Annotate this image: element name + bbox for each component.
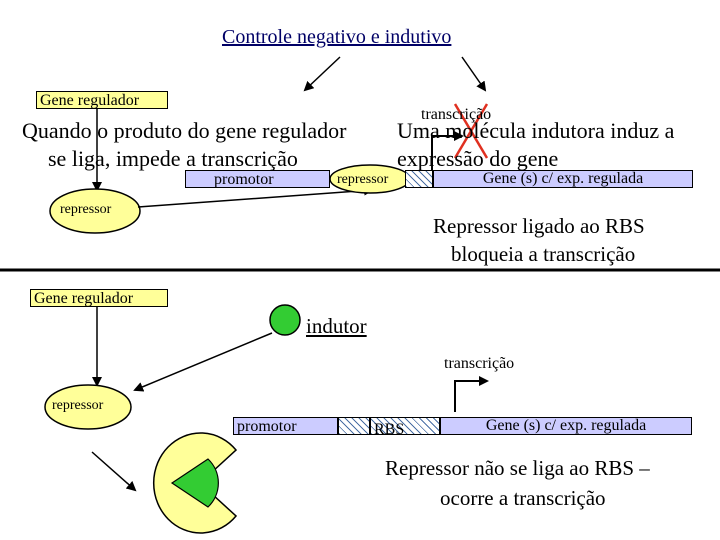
gene-regulador-box-top: Gene regulador: [36, 91, 168, 109]
gene-segment-bottom: Gene (s) c/ exp. regulada: [440, 417, 692, 435]
text-right-line2: expressão do gene: [397, 146, 559, 171]
promotor-segment-bottom: promotor: [233, 417, 338, 435]
repressor-label-top: repressor: [60, 202, 112, 217]
arrow-to-inducer-repressor-complex: [91, 451, 137, 492]
transcription-arrow-bottom: [454, 376, 489, 412]
note-top-line2: bloqueia a transcrição: [451, 242, 636, 266]
repressor-ellipse-bottom: [44, 384, 132, 430]
bound-inducer-wedge: [170, 458, 219, 508]
transcricao-label-top: transcrição: [421, 106, 492, 123]
gene-segment-top: Gene (s) c/ exp. regulada: [433, 170, 693, 188]
text-left-line2: se liga, impede a transcrição: [48, 146, 298, 171]
operator-segment-bottom: [338, 417, 370, 435]
rbs-segment-bottom: RBS: [370, 417, 440, 438]
arrow-repressor-to-operator: [137, 185, 374, 208]
arrow-inducer-to-repressor: [133, 332, 273, 392]
inducer-circle: [269, 304, 301, 336]
repressor-label-bottom: repressor: [52, 398, 104, 413]
repressor-ellipse-top: [49, 188, 141, 234]
arrow-title-right: [461, 56, 487, 92]
rbs-segment-top: [405, 170, 433, 188]
arrow-title-left: [303, 56, 341, 92]
page-title: Controle negativo e indutivo: [222, 26, 452, 48]
gene-regulador-box-bottom: Gene regulador: [30, 289, 168, 307]
text-left-line1: Quando o produto do gene regulador: [22, 118, 347, 143]
repressor-bound-label: repressor: [337, 172, 389, 187]
note-bottom-line1: Repressor não se liga ao RBS –: [385, 456, 650, 480]
transcription-arrow-top: [431, 131, 464, 172]
transcricao-label-bottom: transcrição: [444, 355, 515, 372]
promotor-segment-top: promotor: [185, 170, 330, 188]
indutor-label: indutor: [306, 314, 367, 338]
note-bottom-line2: ocorre a transcrição: [440, 486, 606, 510]
text-right-line1: Uma molécula indutora induz a: [397, 118, 675, 143]
red-x-stroke-2: [453, 103, 489, 159]
note-top-line1: Repressor ligado ao RBS: [433, 214, 645, 238]
